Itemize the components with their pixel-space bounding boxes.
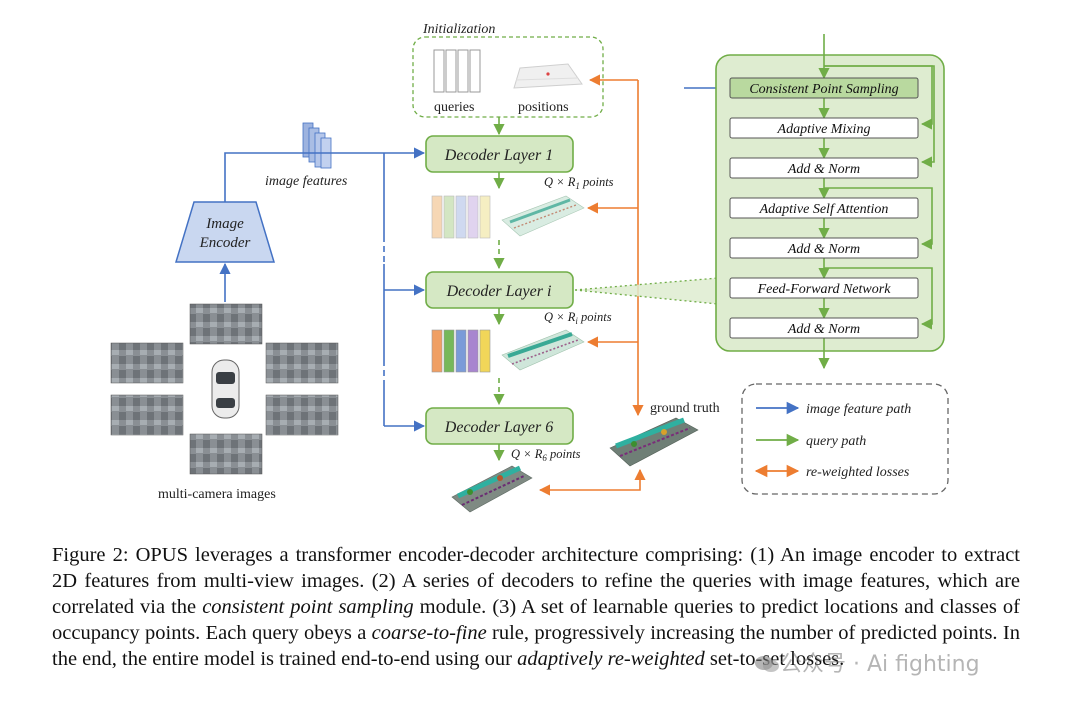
- car-icon: [211, 359, 240, 419]
- image-features-label: image features: [265, 174, 348, 189]
- decoder-layer-1-label: Decoder Layer 1: [444, 147, 553, 164]
- svg-text:image feature path: image feature path: [806, 402, 911, 417]
- image-features-icon: [302, 122, 332, 169]
- detail-block-adaptive-self-attention: Adaptive Self Attention: [729, 197, 919, 219]
- svg-text:Feed-Forward Network: Feed-Forward Network: [757, 282, 892, 297]
- detail-block-feed-forward-network: Feed-Forward Network: [729, 277, 919, 299]
- image-encoder-line1: Image: [205, 216, 244, 232]
- watermark: 公众号 · Ai fighting: [754, 646, 980, 678]
- svg-text:Add & Norm: Add & Norm: [787, 242, 860, 257]
- caption-em-coarse-to-fine: coarse-to-fine: [371, 622, 487, 644]
- zoom-wedge: [574, 277, 719, 305]
- camera-image-front-left: [110, 342, 184, 384]
- ground-truth-label: ground truth: [650, 401, 720, 416]
- point-cloud-prediction-6: [451, 465, 533, 513]
- camera-image-front-right: [265, 342, 339, 384]
- image-encoder-line2: Encoder: [199, 235, 251, 251]
- points-label-1: Q × R1 points: [544, 175, 614, 191]
- multi-camera-label: multi-camera images: [158, 487, 276, 502]
- queries-icon: [433, 49, 481, 93]
- positions-icon: [513, 63, 583, 89]
- camera-image-back-right: [265, 394, 339, 436]
- legend-item-image-feature-path: image feature path: [756, 401, 911, 417]
- ground-truth-point-cloud: [609, 417, 699, 467]
- svg-text:query path: query path: [806, 434, 866, 449]
- camera-image-back-left: [110, 394, 184, 436]
- point-cloud-prediction-1: [501, 195, 585, 237]
- svg-text:re-weighted losses: re-weighted losses: [806, 465, 910, 480]
- svg-text:Add & Norm: Add & Norm: [787, 322, 860, 337]
- image-feature-paths: [219, 82, 732, 432]
- camera-image-front: [189, 303, 263, 345]
- figure-caption: Figure 2: OPUS leverages a transformer e…: [52, 542, 1020, 672]
- point-cloud-prediction-i: [501, 329, 585, 371]
- query-stack-i: [431, 329, 491, 373]
- caption-em-adaptively-re-weighted: adaptively re-weighted: [517, 648, 705, 670]
- detail-block-add-norm-3: Add & Norm: [729, 317, 919, 339]
- legend-item-query-path: query path: [756, 433, 866, 449]
- caption-text-1: Figure 2: OPUS leverages a transformer e…: [52, 544, 1020, 618]
- decoder-layer-i-label: Decoder Layer i: [446, 283, 552, 300]
- caption-em-consistent-point-sampling: consistent point sampling: [202, 596, 414, 618]
- queries-label: queries: [434, 100, 474, 115]
- caption-text-2: module. (3) A set of learnable queries t…: [52, 596, 1021, 644]
- legend: image feature path query path re-weighte…: [741, 383, 949, 495]
- multi-camera-images: [110, 303, 339, 475]
- decoder-layer-1: Decoder Layer 1: [425, 135, 574, 173]
- decoder-layer-6-label: Decoder Layer 6: [444, 419, 553, 436]
- loss-paths: [538, 74, 646, 496]
- detail-block-add-norm-1: Add & Norm: [729, 157, 919, 179]
- detail-block-add-norm-2: Add & Norm: [729, 237, 919, 259]
- positions-label: positions: [518, 100, 569, 115]
- decoder-layer-6: Decoder Layer 6: [425, 407, 574, 445]
- svg-text:Consistent Point Sampling: Consistent Point Sampling: [749, 82, 898, 97]
- detail-block-adaptive-mixing: Adaptive Mixing: [729, 117, 919, 139]
- points-label-i: Q × Ri points: [544, 310, 612, 326]
- svg-text:Add & Norm: Add & Norm: [787, 162, 860, 177]
- legend-item-re-weighted-losses: re-weighted losses: [754, 464, 910, 480]
- query-stack-1: [431, 195, 491, 239]
- decoder-layer-i: Decoder Layer i: [425, 271, 574, 309]
- caption-text-3: rule, progressively increasing the numbe…: [52, 622, 1020, 670]
- decoder-detail-panel: Consistent Point Sampling Adaptive Mixin…: [715, 34, 945, 370]
- svg-text:Adaptive Mixing: Adaptive Mixing: [777, 122, 871, 137]
- initialization-box: Initialization queries positions: [412, 22, 604, 118]
- detail-block-consistent-point-sampling: Consistent Point Sampling: [729, 77, 919, 99]
- svg-text:Adaptive Self Attention: Adaptive Self Attention: [759, 202, 889, 217]
- points-label-6: Q × R6 points: [511, 447, 581, 463]
- camera-image-back: [189, 433, 263, 475]
- image-encoder: Image Encoder: [174, 201, 276, 263]
- caption-text-4: set-to-set losses.: [704, 648, 845, 670]
- wechat-icon: [755, 656, 779, 672]
- initialization-title: Initialization: [422, 22, 495, 37]
- watermark-text: 公众号 · Ai fighting: [780, 652, 980, 677]
